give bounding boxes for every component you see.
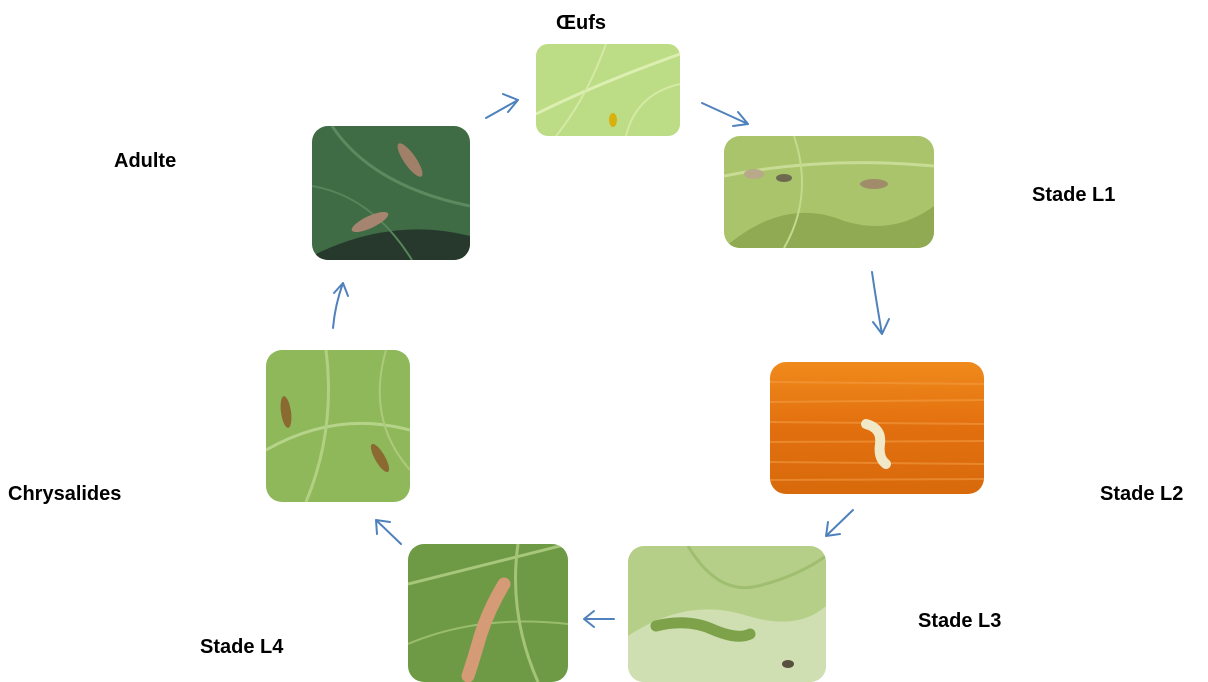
- label-eggs: Œufs: [556, 12, 606, 35]
- photo-stage-l2: [770, 362, 984, 494]
- photo-stage-l1: [724, 136, 934, 248]
- arrow-l4-to-pupae: [376, 520, 401, 544]
- photo-stage-l3: [628, 546, 826, 682]
- photo-eggs: [536, 44, 680, 136]
- label-stage-l4: Stade L4: [200, 636, 283, 659]
- photo-stage-l4: [408, 544, 568, 682]
- arrow-l1-to-l2: [872, 272, 889, 334]
- label-stage-l1: Stade L1: [1032, 184, 1115, 207]
- larva-l1: [860, 179, 888, 189]
- arrow-l3-to-l4: [584, 611, 614, 627]
- arrow-eggs-to-l1: [702, 103, 748, 126]
- photo-pupae: [266, 350, 410, 502]
- label-stage-l3: Stade L3: [918, 610, 1001, 633]
- label-stage-l2: Stade L2: [1100, 483, 1183, 506]
- egg: [609, 113, 617, 127]
- label-adult: Adulte: [114, 150, 176, 173]
- arrow-pupae-to-adult: [333, 283, 348, 328]
- arrow-l2-to-l3: [826, 510, 853, 536]
- label-pupae: Chrysalides: [8, 483, 121, 506]
- photo-adult: [312, 126, 470, 260]
- arrow-adult-to-eggs: [486, 94, 518, 118]
